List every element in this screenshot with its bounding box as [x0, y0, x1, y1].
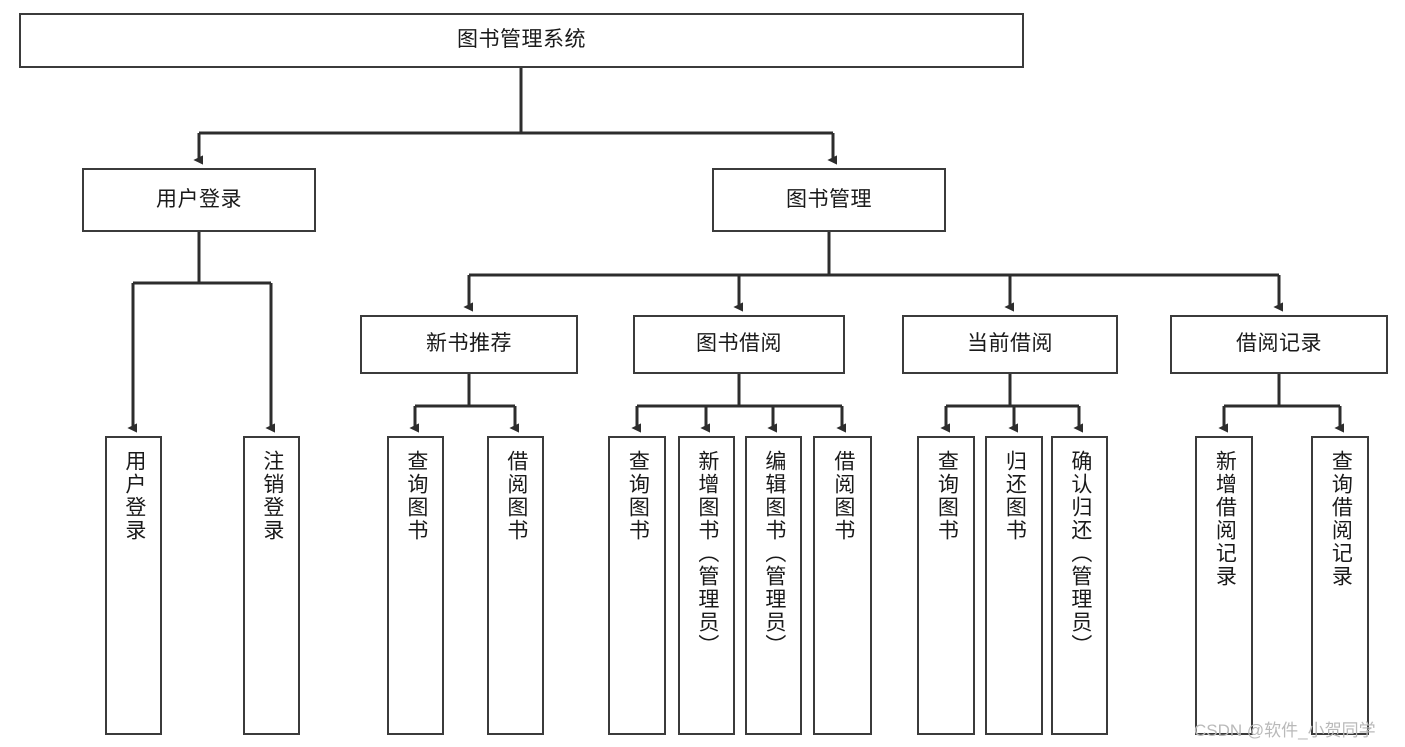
- node-root-book-management-system[interactable]: 图书管理系统: [19, 13, 1024, 68]
- node-label: 编辑图书（管理员）: [762, 450, 786, 657]
- node-label: 查询图书: [404, 450, 428, 542]
- csdn-watermark: CSDN @软件_小贺同学: [1194, 721, 1376, 740]
- leaf-return-book[interactable]: 归还图书: [985, 436, 1043, 735]
- node-book-borrow[interactable]: 图书借阅: [633, 315, 845, 374]
- node-book-management[interactable]: 图书管理: [712, 168, 946, 232]
- node-label: 新书推荐: [426, 332, 512, 356]
- node-label: 图书管理系统: [457, 28, 586, 52]
- node-label: 注销登录: [260, 450, 284, 542]
- leaf-query-borrow-record[interactable]: 查询借阅记录: [1311, 436, 1369, 735]
- leaf-query-book-borrow[interactable]: 查询图书: [608, 436, 666, 735]
- node-current-borrow[interactable]: 当前借阅: [902, 315, 1118, 374]
- node-label: 确认归还（管理员）: [1068, 450, 1092, 657]
- leaf-borrow-book-recommend[interactable]: 借阅图书: [487, 436, 544, 735]
- leaf-query-book-current[interactable]: 查询图书: [917, 436, 975, 735]
- leaf-logout-login[interactable]: 注销登录: [243, 436, 300, 735]
- leaf-edit-book-admin[interactable]: 编辑图书（管理员）: [745, 436, 802, 735]
- leaf-query-book-recommend[interactable]: 查询图书: [387, 436, 444, 735]
- node-new-book-recommend[interactable]: 新书推荐: [360, 315, 578, 374]
- node-user-login[interactable]: 用户登录: [82, 168, 316, 232]
- leaf-confirm-return-admin[interactable]: 确认归还（管理员）: [1051, 436, 1108, 735]
- node-label: 新增借阅记录: [1213, 450, 1237, 588]
- node-label: 图书管理: [786, 187, 872, 211]
- node-label: 归还图书: [1003, 450, 1027, 542]
- node-label: 查询图书: [626, 450, 650, 542]
- node-label: 图书借阅: [696, 332, 782, 356]
- leaf-add-borrow-record[interactable]: 新增借阅记录: [1195, 436, 1253, 735]
- node-label: 用户登录: [122, 450, 146, 542]
- leaf-add-book-admin[interactable]: 新增图书（管理员）: [678, 436, 735, 735]
- node-label: 新增图书（管理员）: [695, 450, 719, 657]
- node-label: 查询借阅记录: [1329, 450, 1353, 588]
- node-label: 当前借阅: [967, 332, 1053, 356]
- leaf-user-login[interactable]: 用户登录: [105, 436, 162, 735]
- node-label: 借阅图书: [504, 450, 528, 542]
- node-label: 查询图书: [935, 450, 959, 542]
- node-label: 用户登录: [156, 187, 242, 211]
- node-label: 借阅图书: [831, 450, 855, 542]
- node-borrow-record[interactable]: 借阅记录: [1170, 315, 1388, 374]
- node-label: 借阅记录: [1236, 332, 1322, 356]
- leaf-borrow-book[interactable]: 借阅图书: [813, 436, 872, 735]
